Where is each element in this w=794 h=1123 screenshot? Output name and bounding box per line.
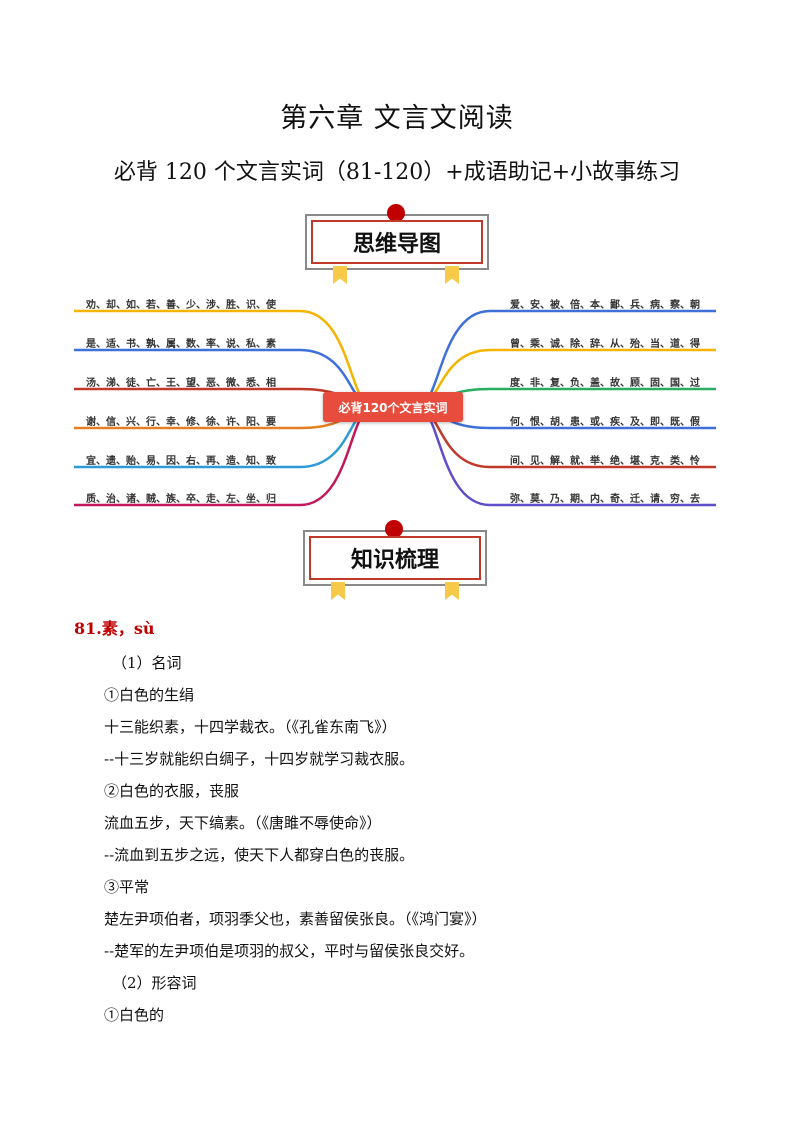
badge-dot-icon (387, 204, 405, 222)
mindmap-left-label: 宜、遗、贻、易、因、右、再、造、知、致 (86, 456, 276, 467)
mindmap-badge: 思维导图 (305, 204, 489, 284)
entry-line: ①白色的 (104, 1006, 165, 1024)
badge-dot-icon (385, 520, 403, 538)
entry-heading: 81.素，sù (74, 619, 155, 638)
ribbon-left-icon (331, 582, 345, 600)
chapter-subtitle: 必背 120 个文言实词（81-120）+成语助记+小故事练习 (113, 160, 681, 185)
mindmap: 必背120个文言实词 劝、却、如、若、善、少、涉、胜、识、使 是、适、书、孰、属… (0, 280, 794, 520)
mindmap-right-label: 度、非、复、负、盖、故、顾、固、国、过 (510, 378, 700, 389)
mindmap-right-label: 间、见、解、就、举、绝、堪、克、类、怜 (510, 456, 700, 467)
mindmap-badge-label: 思维导图 (311, 220, 483, 264)
entry-line: 流血五步，天下缟素。（《唐雎不辱使命》） (104, 814, 382, 832)
mindmap-left-label: 质、治、诸、贼、族、卒、走、左、坐、归 (86, 494, 276, 505)
ribbon-right-icon (445, 582, 459, 600)
mindmap-right-label: 爱、安、被、倍、本、鄙、兵、病、察、朝 (510, 300, 700, 311)
entry-line: 十三能织素，十四学裁衣。（《孔雀东南飞》） (104, 718, 397, 736)
entry-line: ②白色的衣服，丧服 (104, 782, 240, 800)
entry-line: --流血到五步之远，使天下人都穿白色的丧服。 (104, 846, 415, 864)
chapter-title: 第六章 文言文阅读 (280, 103, 514, 134)
ribbon-left-icon (333, 266, 347, 284)
entry-line: ③平常 (104, 878, 150, 896)
mindmap-left-label: 谢、信、兴、行、幸、修、徐、许、阳、要 (86, 417, 276, 428)
entry-line: （1）名词 (112, 654, 182, 672)
mindmap-right-label: 曾、乘、诚、除、辞、从、殆、当、道、得 (510, 339, 700, 350)
entry-line: --十三岁就能织白绸子，十四岁就学习裁衣服。 (104, 750, 415, 768)
mindmap-left-label: 劝、却、如、若、善、少、涉、胜、识、使 (86, 300, 276, 311)
entry-line: --楚军的左尹项伯是项羽的叔父，平时与留侯张良交好。 (104, 942, 475, 960)
knowledge-badge-label: 知识梳理 (309, 536, 481, 580)
ribbon-right-icon (445, 266, 459, 284)
entry-line: （2）形容词 (112, 974, 197, 992)
mindmap-center: 必背120个文言实词 (323, 392, 463, 422)
mindmap-left-label: 是、适、书、孰、属、数、率、说、私、素 (86, 339, 276, 350)
mindmap-right-label: 何、恨、胡、患、或、疾、及、即、既、假 (510, 417, 700, 428)
entry-line: 楚左尹项伯者，项羽季父也，素善留侯张良。（《鸿门宴》） (104, 910, 487, 928)
mindmap-right-label: 弥、莫、乃、期、内、奇、迁、请、穷、去 (510, 494, 700, 505)
mindmap-left-label: 汤、涕、徒、亡、王、望、恶、微、悉、相 (86, 378, 276, 389)
knowledge-badge: 知识梳理 (303, 520, 487, 600)
entry-line: ①白色的生绢 (104, 686, 195, 704)
